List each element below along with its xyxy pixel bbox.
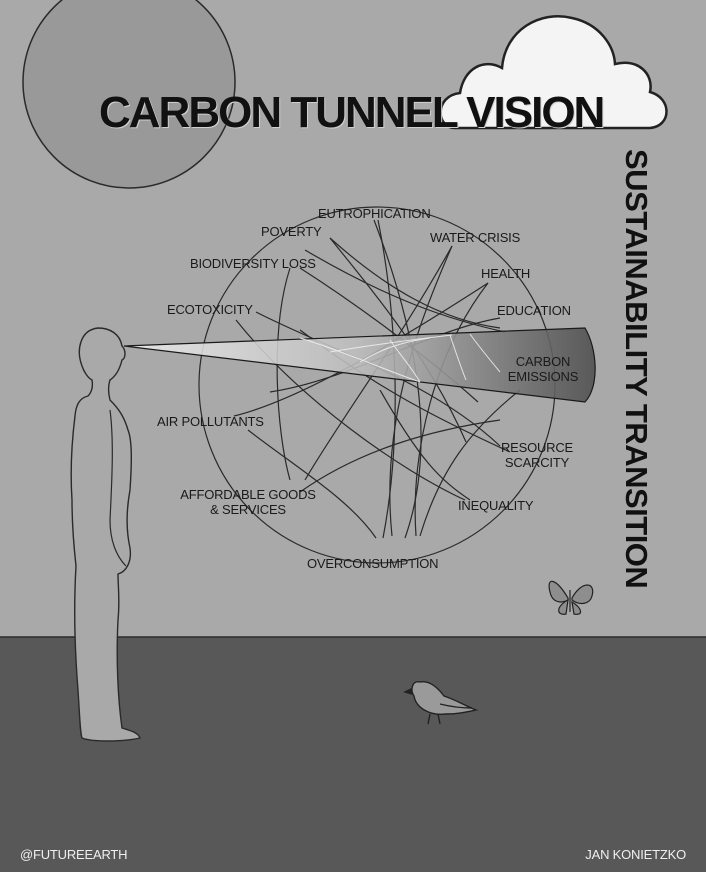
node-resource-scarcity-line1: RESOURCE	[500, 440, 574, 455]
poster-title: CARBON TUNNEL VISION	[99, 88, 605, 137]
node-biodiversity-loss: BIODIVERSITY LOSS	[190, 256, 316, 271]
person-figure	[70, 327, 141, 742]
person-arm	[109, 409, 127, 567]
node-affordable-goods-line1: AFFORDABLE GOODS	[180, 487, 316, 502]
butterfly-icon	[548, 580, 594, 615]
beam-crossing-lines	[299, 333, 501, 383]
node-carbon-emissions-line1: CARBON	[515, 354, 571, 369]
node-eutrophication: EUTROPHICATION	[318, 206, 431, 221]
node-carbon-emissions-line2: EMISSIONS	[507, 369, 579, 384]
node-resource-scarcity: RESOURCE SCARCITY	[494, 440, 580, 470]
credit-right: JAN KONIETZKO	[585, 847, 686, 862]
node-education: EDUCATION	[497, 303, 571, 318]
node-resource-scarcity-line2: SCARCITY	[504, 455, 570, 470]
bird-icon	[403, 681, 479, 725]
node-water-crisis: WATER CRISIS	[430, 230, 521, 245]
cloud	[439, 15, 668, 130]
node-carbon-emissions: CARBON EMISSIONS	[500, 354, 586, 384]
credit-left: @FUTUREEARTH	[20, 847, 128, 862]
node-inequality: INEQUALITY	[458, 498, 534, 513]
sun	[22, 0, 236, 189]
node-air-pollutants: AIR POLLUTANTS	[157, 414, 264, 429]
node-health: HEALTH	[481, 266, 531, 281]
side-title-text: SUSTAINABILITY TRANSITION	[619, 149, 654, 589]
node-poverty: POVERTY	[261, 224, 322, 239]
vision-beam	[123, 327, 596, 403]
node-ecotoxicity: ECOTOXICITY	[167, 302, 253, 317]
node-overconsumption: OVERCONSUMPTION	[307, 556, 439, 571]
node-affordable-goods-line2: & SERVICES	[210, 502, 286, 517]
node-affordable-goods: AFFORDABLE GOODS & SERVICES	[173, 487, 323, 517]
side-title: SUSTAINABILITY TRANSITION	[614, 149, 658, 588]
